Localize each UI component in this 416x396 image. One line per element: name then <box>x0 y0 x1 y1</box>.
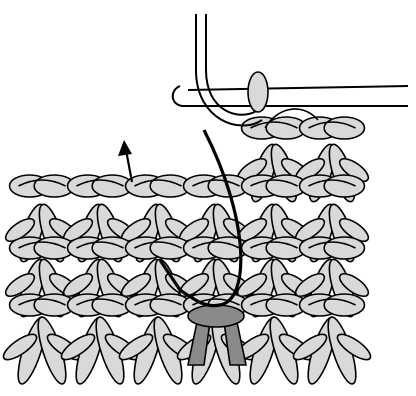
stitch-top-v <box>68 237 133 259</box>
stitch-top-v <box>242 294 307 316</box>
stitch-top-v <box>126 237 191 259</box>
stitch-top-v <box>300 117 365 139</box>
chain-loop <box>324 237 364 259</box>
stitch-top-v <box>68 294 133 316</box>
chain-loop <box>324 175 364 197</box>
stitch-body <box>290 314 374 386</box>
stitch-top-v <box>10 294 75 316</box>
hook-loop <box>248 72 268 112</box>
stitch-top-v <box>242 175 307 197</box>
stitch-top-v <box>300 237 365 259</box>
arrow-head <box>118 140 132 156</box>
stitch-top-v <box>10 175 75 197</box>
stitch-top-v <box>184 175 249 197</box>
stitch-top-v <box>126 294 191 316</box>
stitch-top-v <box>242 237 307 259</box>
knitted-fabric <box>0 117 374 387</box>
hook-head <box>173 86 408 106</box>
stitch-top-v <box>242 117 307 139</box>
stitch-top-v <box>10 237 75 259</box>
chain-loop <box>324 294 364 316</box>
stitch-top-v <box>300 175 365 197</box>
stitch-top-v <box>126 175 191 197</box>
highlight-chain <box>188 305 244 327</box>
arrow-shaft <box>126 150 132 182</box>
stitch-top-v <box>68 175 133 197</box>
chain-loop <box>324 117 364 139</box>
stitch-top-v <box>300 294 365 316</box>
